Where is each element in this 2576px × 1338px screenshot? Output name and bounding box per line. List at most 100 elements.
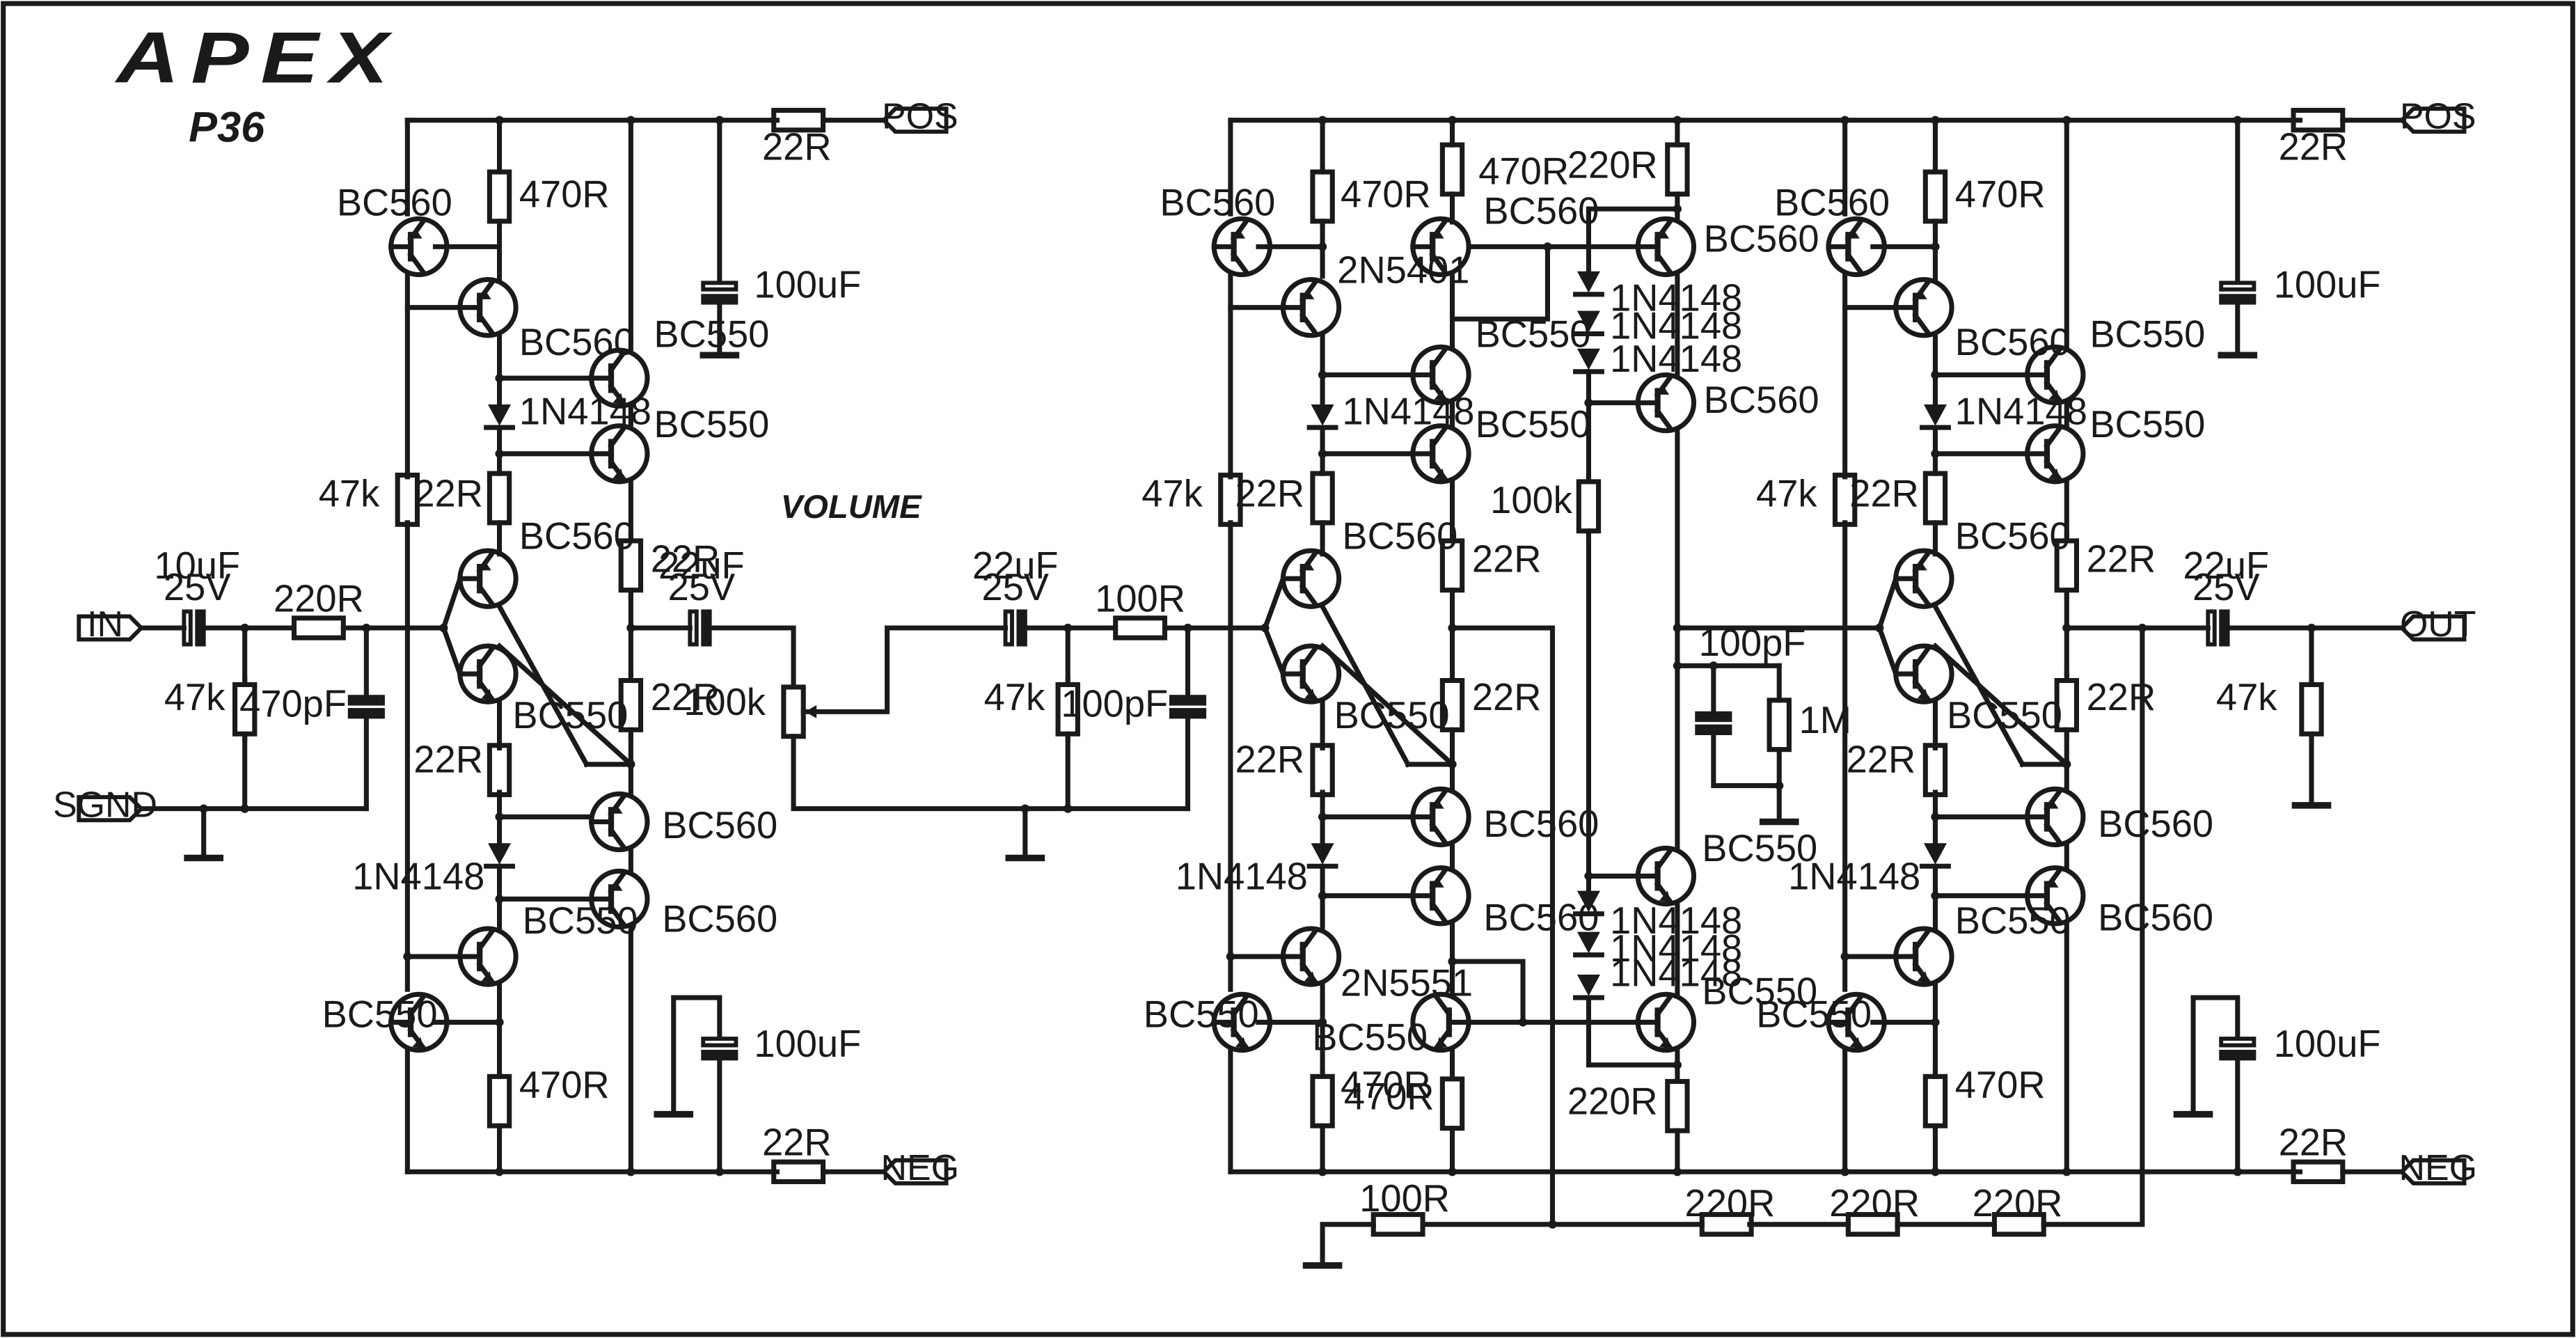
transistor-lead bbox=[1429, 424, 1450, 449]
resistor bbox=[1922, 169, 1948, 224]
resistor bbox=[1310, 471, 1335, 526]
transistor-lead bbox=[2044, 821, 2064, 847]
transistor-lead bbox=[608, 424, 628, 449]
resistor bbox=[2299, 682, 2324, 737]
transistor-lead bbox=[1299, 312, 1320, 338]
junction-dot bbox=[1518, 1018, 1528, 1027]
r470-label: 470R bbox=[1955, 1064, 2046, 1106]
q-label: BC560 bbox=[1483, 189, 1599, 232]
emitter-arrow bbox=[2048, 389, 2060, 402]
capacitor-plate bbox=[1695, 724, 1732, 736]
c100u-label: 100uF bbox=[754, 1023, 861, 1065]
capacitor-plate bbox=[2219, 1037, 2257, 1048]
junction-dot bbox=[403, 952, 412, 961]
emitter-arrow bbox=[2046, 877, 2059, 888]
r22-label: 22R bbox=[2087, 676, 2156, 718]
d-label: 1N4148 bbox=[352, 855, 484, 897]
components bbox=[77, 107, 2467, 1269]
c100p-label: 100pF bbox=[1699, 622, 1806, 664]
c100p-label: 100pF bbox=[1061, 682, 1168, 725]
r100-label: 100R bbox=[1359, 1177, 1450, 1220]
wires bbox=[139, 116, 2405, 1268]
transistor-lead bbox=[1912, 583, 1932, 608]
capacitor-plate bbox=[347, 695, 385, 706]
r47k-label: 47k bbox=[164, 676, 226, 718]
r47k-label: 47k bbox=[1141, 472, 1203, 514]
transistor-lead bbox=[407, 992, 427, 1018]
wire bbox=[671, 995, 722, 1117]
resistor bbox=[1113, 615, 1168, 640]
emitter-arrow bbox=[1848, 228, 1860, 239]
r1m-label: 1M bbox=[1799, 699, 1851, 741]
transistor-lead bbox=[1299, 927, 1320, 952]
wire bbox=[1405, 762, 1455, 792]
emitter-arrow bbox=[2046, 798, 2059, 809]
resistor bbox=[487, 471, 512, 526]
junction-dot bbox=[495, 374, 504, 383]
in-connector-label: IN bbox=[87, 604, 123, 645]
wire bbox=[2041, 625, 2145, 1227]
wire bbox=[707, 625, 796, 690]
resistor bbox=[1922, 743, 1948, 798]
emitter-arrow bbox=[1432, 228, 1444, 239]
emitter-arrow bbox=[1304, 971, 1316, 983]
c10u-label: 10uF bbox=[154, 544, 240, 587]
junction-dot bbox=[1261, 623, 1270, 633]
q-label: BC550 bbox=[654, 403, 769, 446]
wire bbox=[1449, 625, 1556, 1227]
emitter-arrow bbox=[1849, 1037, 1862, 1049]
junction-dot bbox=[1673, 204, 1682, 214]
pos-right-connector bbox=[2399, 107, 2467, 134]
d-label: 1N4148 bbox=[1610, 305, 1742, 347]
q-label: BC560 bbox=[519, 321, 635, 363]
r470-label: 470R bbox=[519, 1064, 610, 1106]
r47k-label: 47k bbox=[2216, 676, 2277, 718]
wire bbox=[1261, 575, 1286, 631]
junction-dot bbox=[495, 895, 504, 904]
junction-dot bbox=[1775, 781, 1784, 790]
transistor-lead bbox=[1912, 644, 1932, 670]
r22-label: 22R bbox=[413, 739, 483, 781]
junction-dot bbox=[1931, 1167, 1940, 1176]
junction-dot bbox=[1673, 661, 1682, 670]
r22-label: 22R bbox=[1472, 676, 1542, 718]
emitter-arrow bbox=[1917, 971, 1929, 983]
capacitor-plate bbox=[2219, 294, 2257, 305]
transistor-lead bbox=[1844, 251, 1865, 277]
q-label: BC550 bbox=[1144, 993, 1259, 1036]
junction-dot bbox=[1448, 759, 1457, 769]
r220-label: 220R bbox=[1567, 1080, 1658, 1123]
transistor-lead bbox=[476, 312, 497, 338]
r470-label: 470R bbox=[1341, 1064, 1431, 1106]
wire bbox=[432, 244, 503, 283]
r22-label: 22R bbox=[1847, 739, 1916, 781]
q-label: BC550 bbox=[1476, 313, 1591, 355]
q-label: BC550 bbox=[2089, 313, 2205, 355]
c22u-label: 22uF bbox=[972, 544, 1059, 587]
transistor-lead bbox=[1432, 992, 1453, 1018]
emitter-arrow bbox=[1304, 688, 1316, 700]
emitter-arrow bbox=[613, 469, 624, 480]
q-label: BC560 bbox=[662, 898, 777, 940]
emitter-arrow bbox=[1434, 469, 1446, 480]
diode bbox=[1577, 348, 1600, 370]
v25-label: 25V bbox=[164, 566, 231, 608]
wire bbox=[1261, 624, 1287, 677]
emitter-arrow bbox=[1915, 289, 1927, 299]
emitter-arrow bbox=[1657, 384, 1670, 395]
q-label: 2N5401 bbox=[1337, 249, 1469, 291]
capacitor-plate bbox=[701, 281, 738, 292]
resistor bbox=[487, 1073, 512, 1128]
resistor bbox=[1310, 743, 1335, 798]
resistor bbox=[1310, 169, 1335, 224]
neg-left-connector bbox=[880, 1158, 949, 1186]
r22-label: 22R bbox=[762, 125, 832, 168]
q-label: BC550 bbox=[1756, 993, 1872, 1036]
transistor-lead bbox=[1429, 345, 1450, 370]
q-label: BC550 bbox=[1702, 827, 1817, 869]
q-label: BC560 bbox=[1704, 217, 1819, 260]
junction-dot bbox=[495, 449, 504, 458]
wire bbox=[791, 734, 1191, 812]
r220-label: 220R bbox=[1973, 1182, 2063, 1225]
resistor bbox=[771, 1159, 826, 1184]
